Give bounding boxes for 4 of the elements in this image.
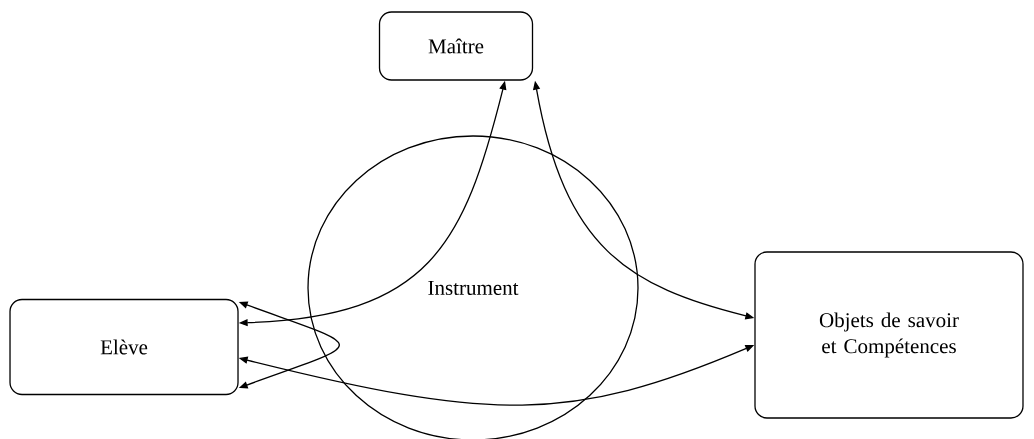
rounded-box: Elève (9, 298, 239, 396)
rounded-box: Objets de savoir et Compétences (754, 251, 1024, 419)
ellipse-label: Instrument (428, 281, 519, 295)
rounded-box: Maître (378, 11, 534, 81)
